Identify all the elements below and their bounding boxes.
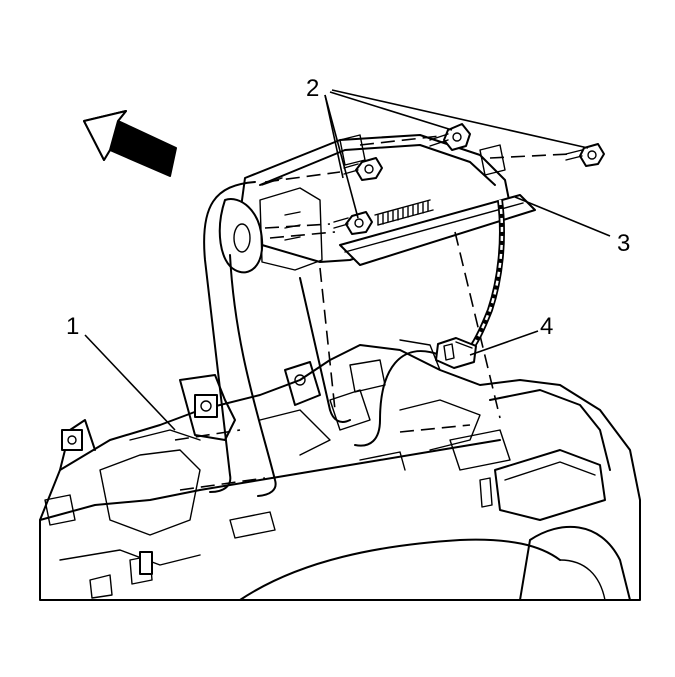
callout-1: 1 (66, 313, 79, 340)
callout-2: 2 (306, 75, 319, 102)
callout-4: 4 (540, 313, 553, 340)
airbag-module (218, 134, 536, 274)
wiring-harness (465, 199, 505, 355)
bolt-icon (429, 123, 471, 151)
bolt-icon (565, 143, 605, 167)
wiring-connector (435, 337, 477, 369)
callout-3: 3 (617, 230, 630, 257)
barcode-label (374, 199, 434, 226)
bolt-icon (343, 157, 383, 181)
guide-curves (203, 181, 441, 497)
forward-arrow-icon (83, 110, 177, 177)
instrument-panel-carrier (39, 339, 641, 601)
alignment-lines (174, 135, 571, 491)
bolt-icon (333, 211, 373, 235)
leader-lines (84, 89, 611, 431)
